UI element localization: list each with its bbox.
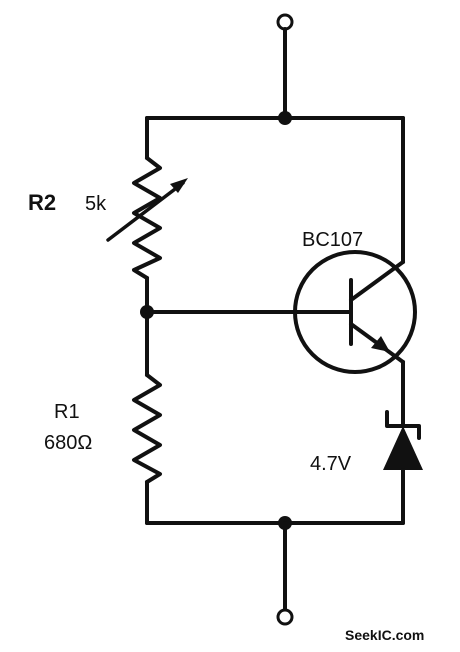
top-junction-dot — [278, 111, 292, 125]
r2-value-label: 5k — [85, 193, 107, 215]
r1-value-label: 680Ω — [44, 432, 92, 454]
bottom-terminal — [276, 521, 294, 626]
r2-variable-resistor — [106, 156, 188, 280]
zener-diode — [383, 410, 423, 525]
top-terminal — [276, 13, 294, 120]
variable-arrowhead-icon — [170, 178, 188, 193]
variable-arrow-icon — [106, 181, 185, 242]
watermark-text: SeekIC.com — [345, 627, 424, 643]
emitter-arrow-icon — [371, 336, 390, 352]
r2-ref-label: R2 — [28, 190, 56, 215]
transistor-part-label: BC107 — [302, 229, 363, 251]
collector-lead — [349, 260, 405, 302]
bc107-transistor — [293, 250, 417, 374]
r1-ref-label: R1 — [54, 401, 80, 423]
r1-resistor — [132, 373, 162, 525]
zener-value-label: 4.7V — [310, 453, 352, 475]
